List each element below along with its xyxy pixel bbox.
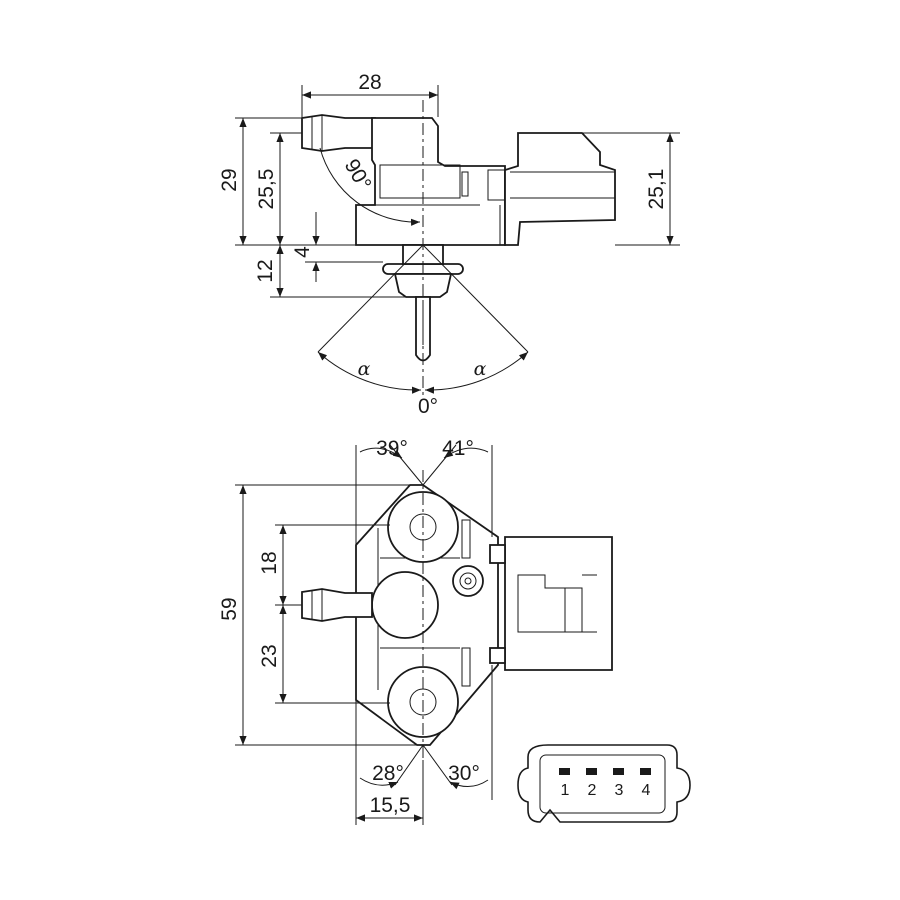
sensor-element	[452, 565, 484, 597]
pin-label-1: 1	[561, 782, 570, 799]
pin-marker-1	[559, 768, 570, 775]
pin-marker-2	[586, 768, 597, 775]
pin-label-2: 2	[588, 782, 597, 799]
label-4: 4	[291, 246, 314, 258]
connector-pinout: 1 2 3 4	[517, 744, 691, 823]
dim-4: 4	[291, 212, 383, 282]
label-39: 39°	[376, 437, 408, 460]
top-connector	[489, 536, 613, 671]
side-view: 28 29 25,5 4 12	[218, 71, 680, 418]
label-23: 23	[258, 644, 281, 667]
label-28-deg: 28°	[372, 762, 404, 785]
angle-bottom-28-30: 28° 30°	[355, 665, 493, 825]
pin-label-4: 4	[642, 782, 651, 799]
pin-marker-3	[613, 768, 624, 775]
pressure-port	[301, 571, 439, 639]
pin-markers	[559, 768, 651, 775]
pin-marker-4	[640, 768, 651, 775]
angle-alpha: α α 0°	[317, 244, 529, 418]
dim-23: 23	[258, 605, 390, 704]
side-sensor-body	[355, 117, 509, 246]
dim-height-25-1: 25,1	[582, 132, 680, 246]
dim-15-5: 15,5	[356, 760, 424, 825]
label-alpha-right: α	[474, 358, 487, 380]
label-0-deg: 0°	[418, 395, 438, 418]
label-28: 28	[358, 71, 381, 94]
label-15-5: 15,5	[370, 794, 411, 817]
label-25-5: 25,5	[255, 169, 278, 210]
label-30-deg: 30°	[448, 762, 480, 785]
dim-height-25-5: 25,5	[255, 132, 302, 245]
label-90: 90°	[340, 155, 376, 194]
dim-18: 18	[258, 524, 390, 606]
angle-top-39-41: 39° 41°	[355, 437, 493, 545]
pin-label-3: 3	[615, 782, 624, 799]
label-29: 29	[218, 168, 241, 191]
dim-width-28: 28	[301, 71, 439, 117]
label-12: 12	[254, 259, 277, 282]
side-hose-nozzle	[301, 114, 376, 152]
top-view: 39° 41° 59 18 23	[218, 437, 613, 825]
label-25-1: 25,1	[645, 169, 668, 210]
dim-59: 59	[218, 484, 417, 746]
label-alpha-left: α	[358, 358, 371, 380]
label-41: 41°	[442, 437, 474, 460]
side-connector	[504, 132, 616, 246]
dim-height-29: 29	[218, 117, 356, 246]
label-18: 18	[258, 551, 281, 574]
dim-12: 12	[254, 245, 406, 298]
label-59: 59	[218, 597, 241, 620]
